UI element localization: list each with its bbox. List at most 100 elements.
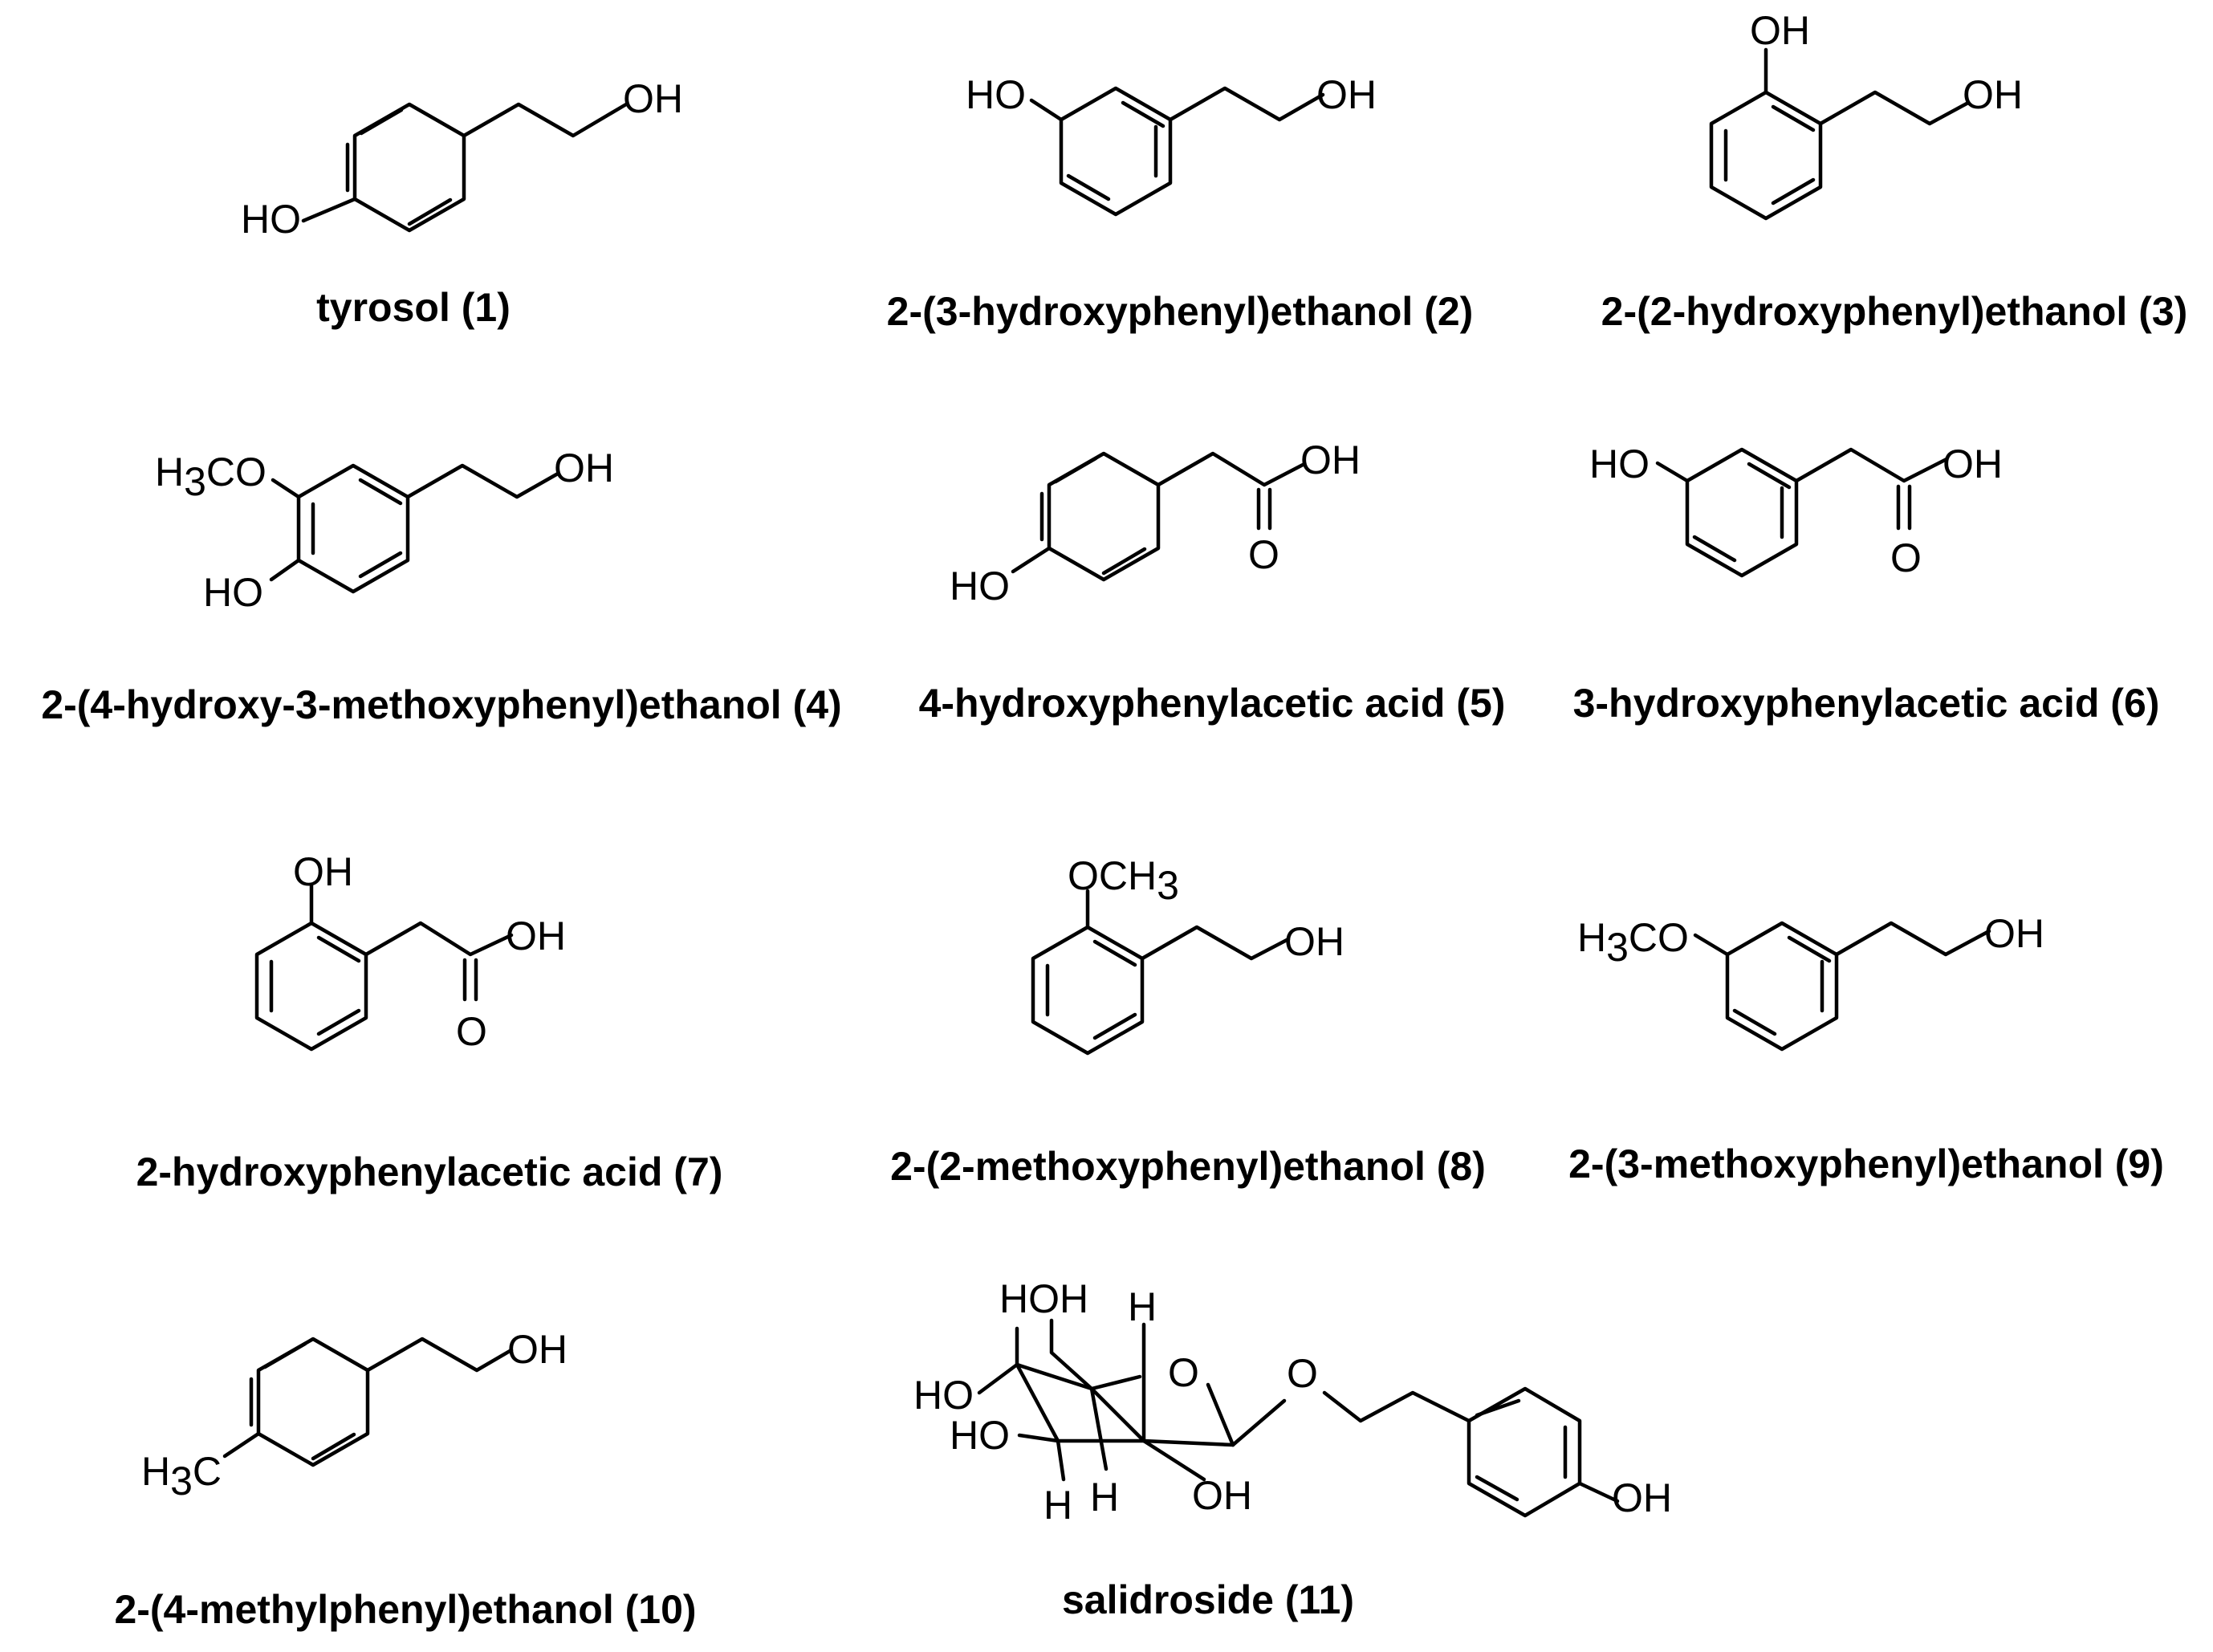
glycosidic-bond	[1231, 1398, 1287, 1447]
atom-label-h: H	[1043, 1483, 1072, 1528]
acetic-chain	[1156, 451, 1307, 487]
atom-label-oh: OH	[1963, 72, 2023, 117]
compound-name: 3-hydroxyphenylacetic acid (6)	[1573, 681, 2160, 726]
benzene-ring	[256, 1337, 370, 1467]
atom-label-oh: OH	[1192, 1473, 1252, 1518]
benzene-ring	[1685, 447, 1799, 578]
ethyl-chain	[1140, 925, 1291, 961]
ethyl-chain	[462, 102, 629, 138]
atom-label-o-ring: O	[1168, 1350, 1199, 1395]
compound-name: 2-hydroxyphenylacetic acid (7)	[136, 1149, 723, 1194]
label-c: C	[193, 1449, 222, 1494]
acetic-chain	[1794, 447, 1949, 483]
aromatic-bond	[1053, 456, 1098, 484]
benzene-ring	[352, 102, 466, 233]
aromatic-bond	[1475, 1398, 1521, 1418]
benzene-ring	[1467, 1386, 1582, 1518]
atom-label-oh: OH	[623, 76, 683, 121]
oh-bond	[301, 197, 357, 223]
atom-label-o: O	[456, 1009, 487, 1054]
compound-8: OH OCH3 2-(2-methoxyphenyl)ethanol (8)	[890, 853, 1486, 1189]
compound-2: OH HO 2-(3-hydroxyphenyl)ethanol (2)	[887, 72, 1474, 334]
compound-name: 2-(2-methoxyphenyl)ethanol (8)	[890, 1144, 1486, 1189]
aromatic-bond	[1092, 1012, 1137, 1040]
atom-label-ho: HO	[913, 1373, 974, 1418]
oh-bond	[1017, 1433, 1060, 1443]
aromatic-bond	[1066, 173, 1111, 201]
compound-4: OH HO H3CO 2-(4-hydroxy-3-methoxyphenyl)…	[41, 446, 841, 727]
aromatic-bond	[1787, 935, 1832, 963]
h-bond	[1056, 1438, 1066, 1482]
label-co: CO	[1629, 915, 1689, 960]
atom-label-oh: OH	[1612, 1475, 1672, 1520]
atom-label-o: O	[1890, 535, 1922, 580]
compound-name: 2-(4-methylphenyl)ethanol (10)	[114, 1587, 696, 1632]
aromatic-bond	[1771, 104, 1816, 132]
atom-label-oh-ring: OH	[293, 849, 353, 894]
atom-label-oh-ring: OH	[1750, 8, 1810, 53]
atom-label-ho: HO	[1589, 441, 1650, 486]
atom-label-h: H	[1090, 1475, 1119, 1520]
aromatic-bond	[359, 108, 404, 136]
aromatic-bond	[358, 478, 403, 506]
benzene-ring	[1031, 925, 1145, 1056]
compound-name: 4-hydroxyphenylacetic acid (5)	[919, 681, 1506, 726]
atom-label-oh: OH	[1316, 72, 1377, 117]
atom-label-ho: HO	[950, 1413, 1010, 1458]
label-subscript: 3	[1606, 925, 1629, 970]
compound-11: HOH HO HO H H H O OH O OH salidroside (1…	[913, 1276, 1672, 1622]
compound-1: OH HO tyrosol (1)	[241, 76, 683, 330]
atom-label-och3: OCH3	[1068, 853, 1179, 908]
atom-label-h: H	[1128, 1284, 1157, 1329]
oh-bond	[1141, 1438, 1206, 1482]
compound-9: OH H3CO 2-(3-methoxyphenyl)ethanol (9)	[1568, 911, 2164, 1186]
aromatic-bond	[358, 551, 403, 579]
ch2oh-bond	[1049, 1318, 1094, 1391]
atom-label-oh: OH	[507, 1327, 567, 1372]
aromatic-bond	[1092, 939, 1137, 967]
benzene-ring	[1059, 86, 1173, 217]
compound-name: 2-(4-hydroxy-3-methoxyphenyl)ethanol (4)	[41, 682, 841, 727]
benzene-ring	[1047, 451, 1161, 582]
atom-label-hoh: HOH	[999, 1276, 1088, 1321]
label-h: H	[141, 1449, 170, 1494]
label-h: H	[155, 450, 184, 494]
aromatic-bond	[1732, 1008, 1777, 1036]
ethyl-chain	[1818, 90, 1971, 126]
atom-label-h3co: H3CO	[155, 450, 266, 504]
compound-7: OH O OH 2-hydroxyphenylacetic acid (7)	[136, 849, 723, 1194]
aromatic-bond	[311, 1432, 356, 1461]
label-subscript: 3	[170, 1459, 193, 1503]
glucose-ring-bond	[1206, 1382, 1235, 1447]
compound-10: OH H3C 2-(4-methylphenyl)ethanol (10)	[114, 1327, 696, 1632]
aromatic-bond	[1771, 177, 1816, 205]
atom-label-ho: HO	[950, 564, 1010, 608]
aromatic-bond	[1692, 535, 1737, 563]
label-subscript: 3	[1157, 863, 1179, 908]
atom-label-oh: OH	[1984, 911, 2044, 956]
acetic-chain	[364, 921, 514, 957]
compound-5: OH O HO 4-hydroxyphenylacetic acid (5)	[919, 437, 1506, 726]
ome-bond	[1693, 933, 1730, 957]
aromatic-bond	[407, 197, 453, 226]
ethyl-chain	[365, 1337, 514, 1373]
atom-label-oh: OH	[1284, 919, 1344, 964]
aromatic-bond	[316, 1008, 361, 1036]
benzene-ring	[296, 463, 410, 594]
compound-name: 2-(2-hydroxyphenyl)ethanol (3)	[1601, 289, 2188, 334]
compound-3: OH OH 2-(2-hydroxyphenyl)ethanol (3)	[1601, 8, 2188, 334]
atom-label-oh: OH	[506, 913, 566, 958]
oh-bond	[977, 1362, 1019, 1395]
compound-name: 2-(3-methoxyphenyl)ethanol (9)	[1568, 1141, 2164, 1186]
compound-6: OH O HO 3-hydroxyphenylacetic acid (6)	[1573, 441, 2160, 726]
compound-name: salidroside (11)	[1062, 1577, 1354, 1622]
methyl-bond	[222, 1431, 261, 1459]
aromatic-bond	[316, 935, 361, 963]
aromatic-bond	[1121, 100, 1165, 128]
atom-label-o: O	[1248, 532, 1279, 577]
oh-bond	[1029, 98, 1064, 122]
atom-label-oh: OH	[554, 446, 614, 490]
label-h: H	[1577, 915, 1606, 960]
atom-label-ho: HO	[241, 197, 301, 242]
